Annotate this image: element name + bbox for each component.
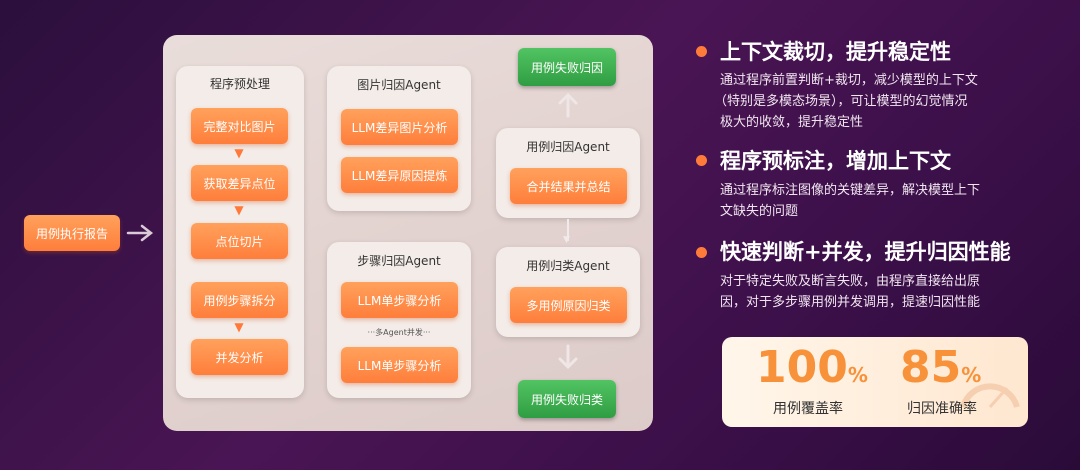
preprocess-step: 用例步骤拆分	[191, 282, 288, 318]
step-agent-title: 步骤归因Agent	[357, 254, 441, 268]
point-title: 上下文裁切，提升稳定性	[720, 40, 951, 64]
down-arrow-icon	[556, 344, 580, 374]
step-agent-step: LLM单步骤分析	[341, 347, 458, 383]
stat-label: 归因准确率	[907, 401, 977, 417]
image-agent-title: 图片归因Agent	[357, 78, 441, 92]
connector-arrow-icon: ▼	[563, 235, 570, 245]
entry-report-node: 用例执行报告	[24, 215, 120, 251]
image-agent-step: LLM差异原因提炼	[341, 157, 458, 193]
entry-arrow	[126, 221, 156, 249]
point-desc-line: 文缺失的问题	[720, 204, 799, 219]
preprocess-title: 程序预处理	[209, 77, 270, 91]
stat-label: 用例覆盖率	[773, 401, 843, 417]
stat-value: 85	[900, 342, 962, 393]
point-title: 程序预标注，增加上下文	[720, 149, 951, 173]
bullet-icon	[696, 155, 707, 166]
preprocess-step: 获取差异点位	[191, 165, 288, 201]
point-desc-line: 对于特定失败及断言失败，由程序直接给出原	[720, 274, 981, 289]
stat-value: 100	[756, 342, 848, 393]
stat-unit: %	[961, 363, 982, 387]
case-agent-title: 用例归因Agent	[526, 140, 610, 154]
down-arrow-icon: ▼	[234, 320, 244, 334]
stat-coverage: 100%	[756, 342, 868, 393]
class-agent-title: 用例归类Agent	[526, 259, 610, 273]
down-arrow-icon: ▼	[234, 203, 244, 217]
connector-line	[567, 219, 569, 241]
preprocess-step: 完整对比图片	[191, 108, 288, 144]
case-agent-step: 合并结果并总结	[510, 168, 627, 204]
preprocess-step: 点位切片	[191, 223, 288, 259]
up-arrow-icon	[556, 92, 580, 122]
output-failure-cause: 用例失败归因	[518, 48, 616, 86]
stat-unit: %	[847, 363, 868, 387]
point-desc-line: 通过程序前置判断+裁切，减少模型的上下文	[720, 73, 978, 88]
point-title: 快速判断+并发，提升归因性能	[720, 240, 1011, 264]
point-desc-line: 极大的收敛，提升稳定性	[720, 115, 864, 130]
bullet-icon	[696, 46, 707, 57]
output-failure-class: 用例失败归类	[518, 380, 616, 418]
class-agent-step: 多用例原因归类	[510, 287, 627, 323]
point-desc-line: 因，对于多步骤用例并发调用，提速归因性能	[720, 295, 981, 310]
stat-accuracy: 85%	[900, 342, 981, 393]
point-desc-line: （特别是多模态场景），可让模型的幻觉情况	[714, 94, 968, 109]
point-desc-line: 通过程序标注图像的关键差异，解决模型上下	[720, 183, 981, 198]
stats-card	[722, 337, 1028, 427]
image-agent-step: LLM差异图片分析	[341, 109, 458, 145]
step-agent-step: LLM单步骤分析	[341, 282, 458, 318]
preprocess-step: 并发分析	[191, 339, 288, 375]
down-arrow-icon: ▼	[234, 146, 244, 160]
concurrency-note: ···多Agent并发···	[367, 328, 431, 337]
bullet-icon	[696, 247, 707, 258]
gauge-icon	[955, 352, 1025, 426]
